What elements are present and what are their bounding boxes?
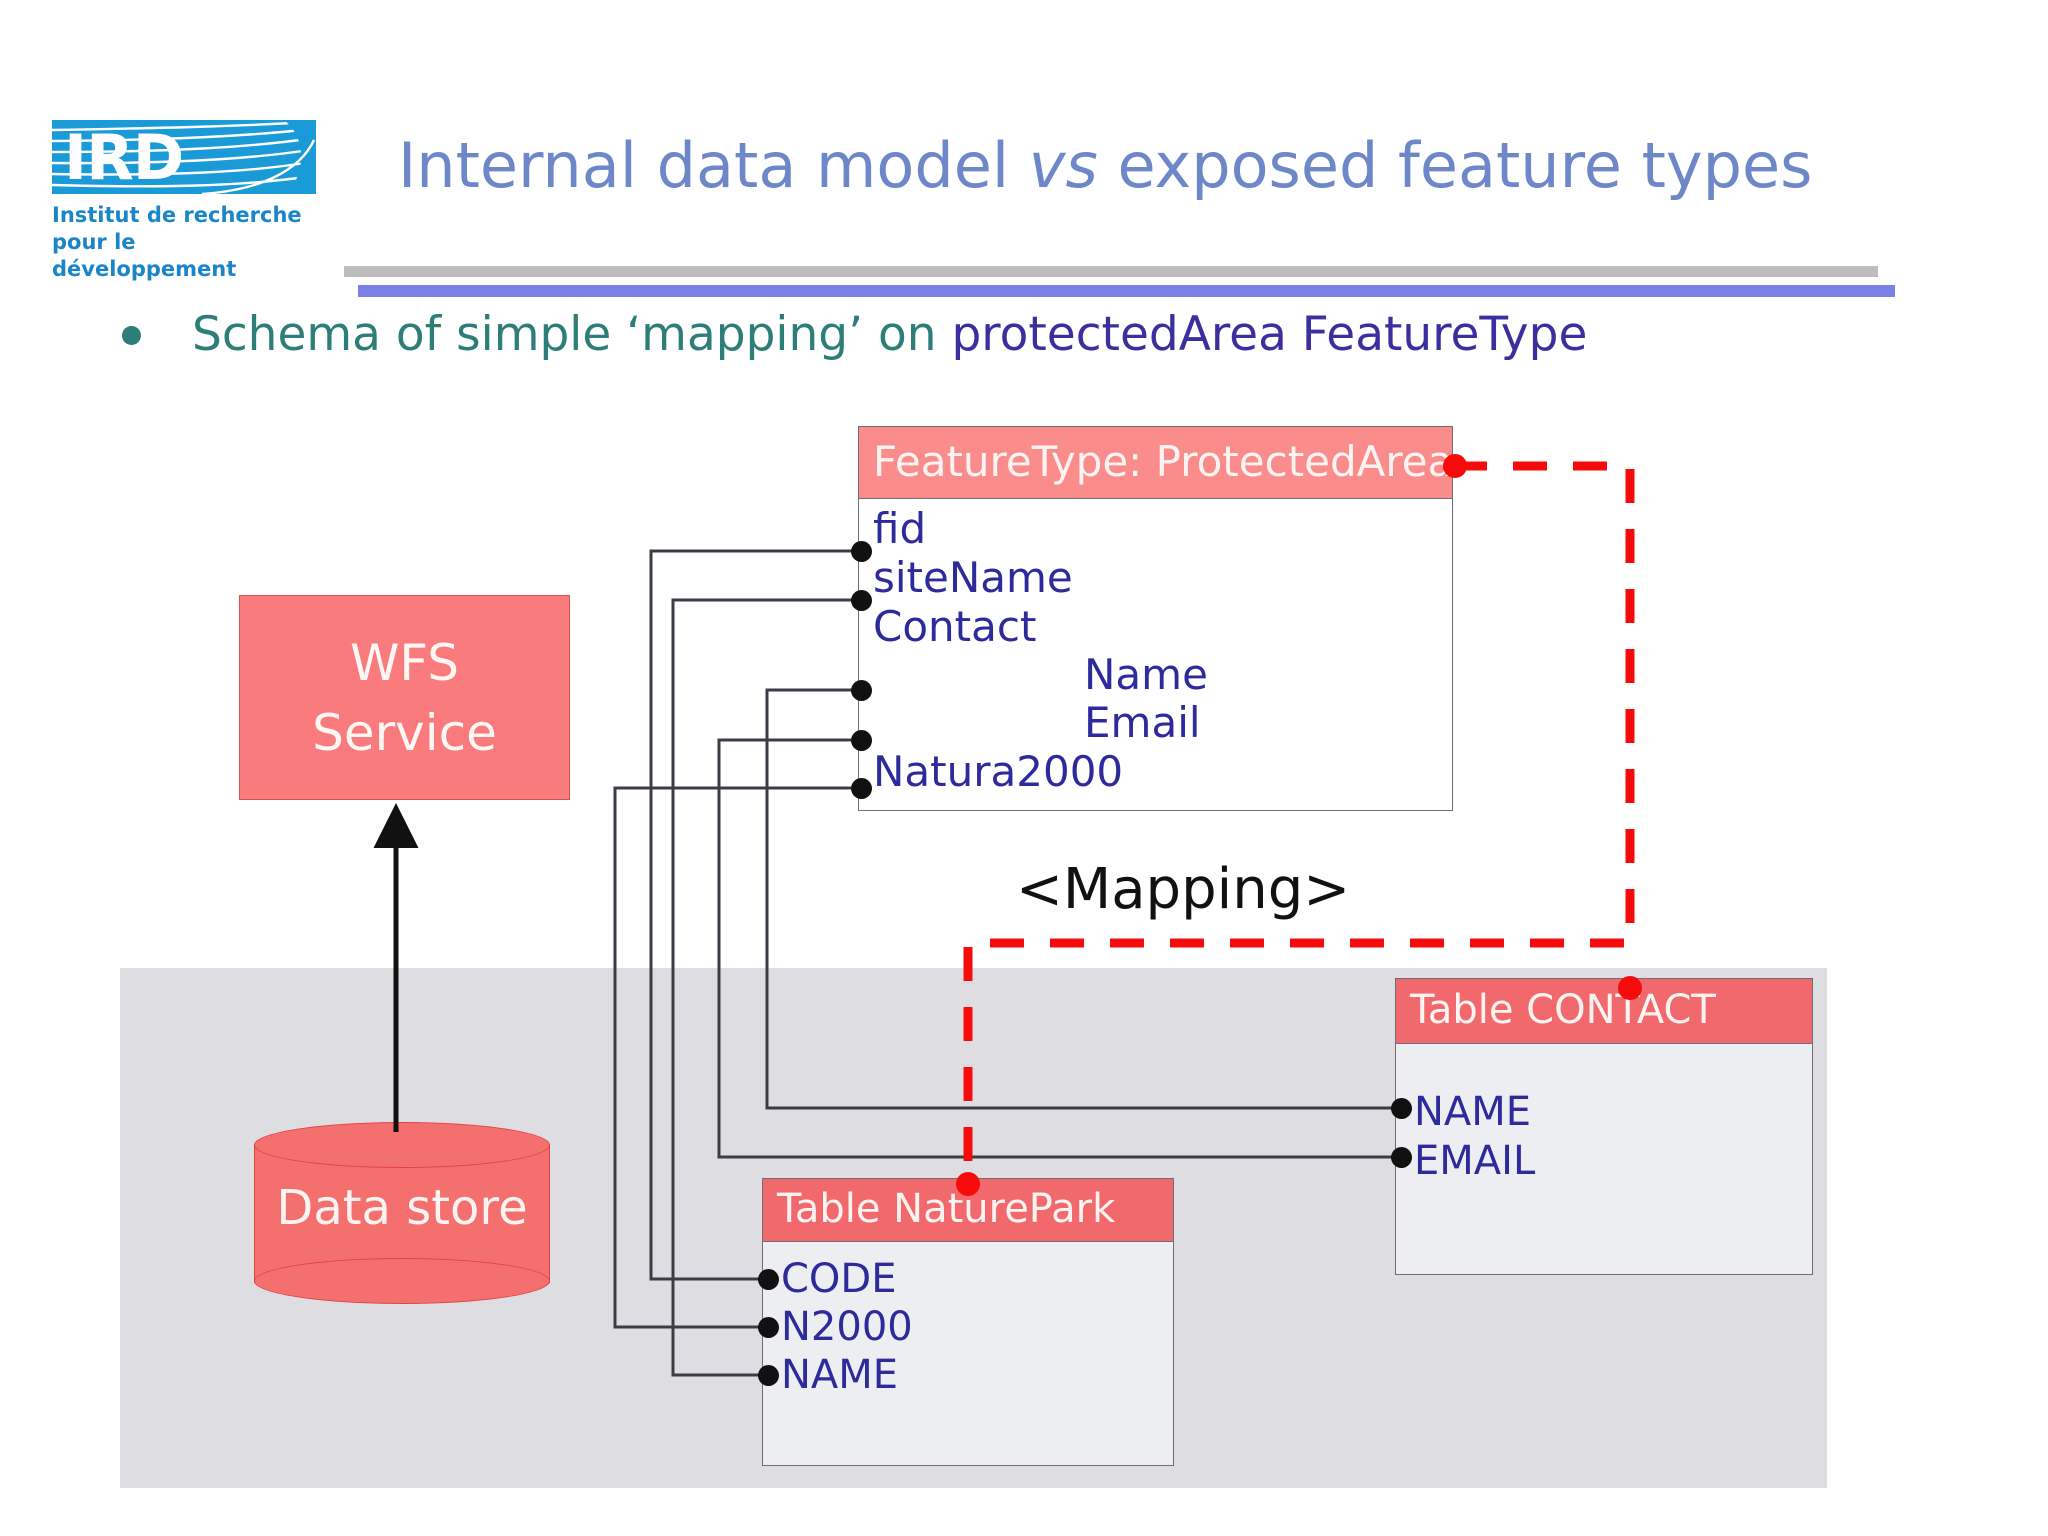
featuretype-attr-contact: Contact [873, 602, 1037, 651]
wfs-service-box[interactable]: WFS Service [239, 595, 570, 800]
table-contact-header: Table CONTACT [1396, 979, 1812, 1044]
featuretype-attribute-list: fid siteName Contact Name Email Natura20… [859, 499, 1452, 810]
contact-port-name [1391, 1098, 1412, 1119]
featuretype-port-sitename [851, 590, 872, 611]
page-title-italic: vs [1028, 129, 1098, 202]
ird-logo-caption: Institut de recherche pour le développem… [52, 203, 302, 281]
bullet-text-emphasis: protectedArea FeatureType [951, 307, 1588, 362]
table-contact-box[interactable]: Table CONTACT NAME EMAIL [1395, 978, 1813, 1275]
naturepark-port-code [758, 1269, 779, 1290]
featuretype-mapping-anchor [1443, 454, 1467, 478]
featuretype-port-fid [851, 541, 872, 562]
mapping-label: <Mapping> [1016, 857, 1351, 922]
naturepark-column-n2000: N2000 [781, 1304, 913, 1350]
featuretype-port-email [851, 730, 872, 751]
table-naturepark-column-list: CODE N2000 NAME [763, 1242, 1173, 1465]
featuretype-protectedarea-box[interactable]: FeatureType: ProtectedArea fid siteName … [858, 426, 1453, 811]
featuretype-attr-natura2000: Natura2000 [873, 747, 1124, 796]
featuretype-attr-name: Name [1084, 650, 1208, 699]
header-rule-blue [358, 285, 1895, 297]
ird-logo-wordmark: IRD [64, 121, 184, 194]
page-title: Internal data model vs exposed feature t… [398, 129, 1812, 202]
data-store-label: Data store [276, 1180, 528, 1236]
contact-mapping-anchor [1618, 976, 1642, 1000]
naturepark-mapping-anchor [956, 1172, 980, 1196]
table-naturepark-box[interactable]: Table NaturePark CODE N2000 NAME [762, 1178, 1174, 1466]
bullet-text-lead: Schema of simple ‘mapping’ on [192, 307, 952, 362]
contact-column-email: EMAIL [1414, 1138, 1536, 1184]
data-store-top-ellipse [254, 1122, 550, 1168]
featuretype-attr-sitename: siteName [873, 553, 1073, 602]
ird-logo-wing-icon [52, 120, 316, 194]
header-rule-gray [344, 266, 1878, 277]
page-title-part2: exposed feature types [1097, 129, 1813, 202]
bullet-row: Schema of simple ‘mapping’ on protectedA… [110, 302, 1810, 372]
naturepark-port-name [758, 1365, 779, 1386]
naturepark-column-code: CODE [781, 1256, 897, 1302]
contact-column-name: NAME [1414, 1089, 1532, 1135]
table-contact-column-list: NAME EMAIL [1396, 1044, 1812, 1274]
bullet-text: Schema of simple ‘mapping’ on protectedA… [192, 302, 1587, 368]
featuretype-port-natura2000 [851, 778, 872, 799]
data-store-cylinder[interactable]: Data store [254, 1122, 550, 1305]
naturepark-column-name: NAME [781, 1352, 899, 1398]
contact-port-email [1391, 1147, 1412, 1168]
bullet-dot-icon [122, 326, 141, 345]
featuretype-port-name [851, 680, 872, 701]
page-title-part1: Internal data model [398, 129, 1029, 202]
data-store-bottom-ellipse [254, 1258, 550, 1304]
featuretype-attr-fid: fid [873, 504, 927, 553]
featuretype-attr-email: Email [1084, 698, 1201, 747]
featuretype-header: FeatureType: ProtectedArea [859, 427, 1452, 499]
naturepark-port-n2000 [758, 1317, 779, 1338]
ird-logo-mark: IRD [52, 120, 316, 194]
ird-logo: IRD Institut de recherche pour le dévelo… [52, 120, 322, 281]
